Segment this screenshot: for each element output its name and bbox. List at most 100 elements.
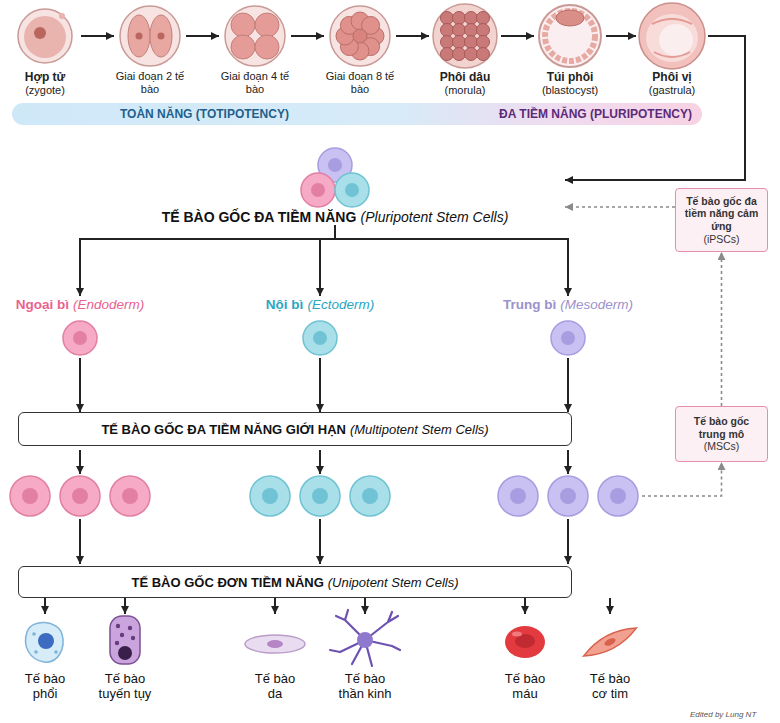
- node-text: Trung bì: [503, 297, 556, 312]
- morula-illustration: [441, 36, 454, 49]
- flow-arrow: [319, 358, 321, 412]
- node-text: Nội bì: [266, 297, 304, 312]
- four-cell-illustration: [231, 13, 255, 37]
- node-text: Tế bào tuyến tụy: [96, 672, 154, 702]
- multipotent-cell-groups: [312, 488, 328, 504]
- blood-cell-icon: [512, 632, 522, 637]
- morula-illustration: [465, 12, 478, 25]
- two-cell-illustration: [158, 33, 165, 40]
- two-cell-illustration: [150, 15, 172, 57]
- node-text: Giai đoạn 4 tế bào: [219, 70, 291, 96]
- morula-illustration: [433, 4, 497, 68]
- four-cell-illustration: [255, 35, 279, 59]
- node-text: Tế bào máu: [496, 672, 554, 702]
- multipotent-cell-groups: [72, 488, 88, 504]
- node-text: Tế bào cơ tim: [581, 672, 639, 702]
- zygote-illustration: [24, 16, 66, 58]
- multipotent-cell-groups: [510, 488, 526, 504]
- gastrula-illustration: [659, 24, 693, 56]
- flow-arrow: [335, 225, 568, 296]
- germ-layer: Trung bì (Mesoderm): [490, 296, 646, 358]
- morula-illustration: [477, 12, 490, 25]
- morula-illustration: [453, 24, 466, 37]
- watermark: Edited by Lung NT: [690, 710, 756, 719]
- blastocyst-illustration: [539, 5, 601, 67]
- heart-muscle-cell-icon: [580, 622, 640, 663]
- flow-arrow: [567, 519, 569, 564]
- lung-cell-icon: [32, 632, 36, 636]
- pluripotent-cells: [328, 158, 342, 172]
- pancreas-cell-icon: [116, 624, 120, 628]
- morula-illustration: [477, 24, 490, 37]
- cell-type: Tế bào máu: [485, 614, 565, 702]
- two-cell-illustration: [120, 6, 180, 66]
- germ-layer: Nội bì(Ectoderm): [242, 296, 398, 358]
- germ-layer-cells: [63, 321, 585, 355]
- flow-arrow: [80, 225, 335, 296]
- multipotent-cell-groups: [560, 488, 576, 504]
- node-text: Tế bào gốc đa tiềm năng cảm ứng: [680, 195, 763, 233]
- node-text: Phôi vị: [636, 70, 708, 84]
- embryo-stage: Phôi dâu(morula): [429, 2, 501, 98]
- morula-illustration: [465, 36, 478, 49]
- morula-illustration: [453, 12, 466, 25]
- morula-illustration: [465, 24, 478, 37]
- node-subtext: (gastrula): [636, 84, 708, 97]
- germ-layer-cells: [561, 331, 575, 345]
- pluripotent-cells: [301, 148, 369, 207]
- pancreas-cell-icon: [110, 616, 140, 664]
- lung-cell-icon: [26, 622, 64, 662]
- gastrula-illustration: [652, 19, 692, 24]
- multipotent-cell-groups: [548, 476, 588, 516]
- heart-muscle-cell-icon: [603, 637, 616, 648]
- embryo-stage: Giai đoạn 4 tế bào: [219, 2, 291, 96]
- stem-cell-label: TẾ BÀO GỐC ĐA TIỀM NĂNG(Pluripotent Stem…: [105, 145, 565, 225]
- dotted-arrow: [642, 462, 722, 496]
- blood-cell-icon: [505, 626, 545, 658]
- node-text: TOÀN NĂNG (TOTIPOTENCY): [120, 103, 289, 125]
- flow-arrow: [501, 35, 534, 37]
- node-text: Túi phôi: [534, 70, 606, 84]
- zygote-illustration: [34, 27, 46, 39]
- neuron-icon: [330, 610, 400, 666]
- node-text: Hợp tử: [9, 70, 81, 84]
- morula-illustration: [465, 48, 478, 61]
- node-text: TẾ BÀO GỐC ĐA TIỀM NĂNG: [162, 209, 357, 225]
- multipotent-cell-groups: [122, 488, 138, 504]
- node-subtext: (zygote): [9, 84, 81, 97]
- morula-illustration: [441, 12, 454, 25]
- multipotent-cell-groups: [350, 476, 390, 516]
- multipotent-cell-groups: [300, 476, 340, 516]
- morula-illustration: [441, 24, 454, 37]
- node-subtext: (Ectoderm): [307, 297, 374, 312]
- node-subtext: (blastocyst): [534, 84, 606, 97]
- flow-arrow: [320, 225, 335, 296]
- eight-cell-illustration: [330, 6, 390, 66]
- node-subtext: (Unipotent Stem Cells): [328, 575, 459, 590]
- flow-arrow: [44, 598, 46, 614]
- embryo-stage: Giai đoạn 2 tế bào: [114, 2, 186, 96]
- embryo-stage: Phôi vị(gastrula): [636, 2, 708, 98]
- pancreas-cell-icon: [118, 646, 132, 660]
- gastrula-illustration: [639, 3, 705, 69]
- pluripotent-cells: [345, 183, 359, 197]
- flow-arrow: [319, 519, 321, 564]
- pancreas-cell-icon: [120, 633, 124, 637]
- flow-arrow: [81, 35, 114, 37]
- blastocyst-illustration: [539, 5, 601, 67]
- embryo-stage: Giai đoạn 8 tế bào: [324, 2, 396, 96]
- cell-type: Tế bào thần kinh: [325, 614, 405, 702]
- multipotent-cell-groups: [250, 476, 290, 516]
- zygote-illustration: [18, 9, 72, 63]
- morula-illustration: [441, 48, 454, 61]
- flow-arrow: [186, 35, 219, 37]
- node-text: Tế bào phổi: [16, 672, 74, 702]
- cell-type: Tế bào da: [235, 614, 315, 702]
- flow-arrow: [319, 450, 321, 474]
- pluripotent-cells: [311, 183, 325, 197]
- blood-cell-icon: [505, 626, 545, 658]
- gastrula-illustration: [654, 52, 690, 57]
- multipotent-cell-groups: [610, 488, 626, 504]
- embryo-stage: Hợp tử(zygote): [9, 2, 81, 98]
- node-subtext: (Mesoderm): [560, 297, 633, 312]
